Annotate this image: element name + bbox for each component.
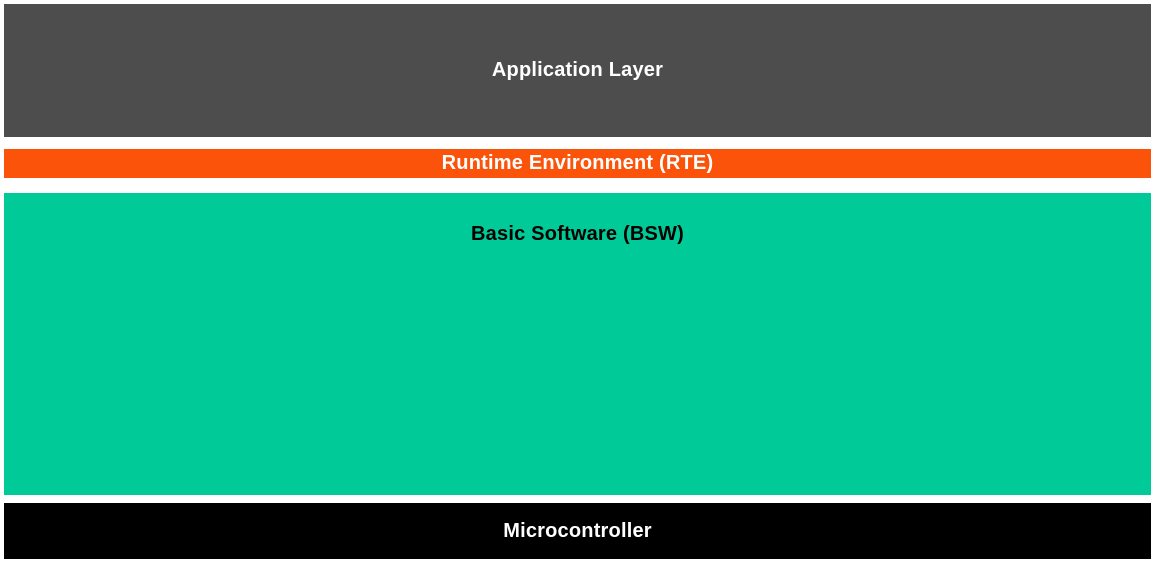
runtime-environment-label: Runtime Environment (RTE) [441, 152, 714, 174]
layer-microcontroller: Microcontroller [4, 503, 1151, 559]
layer-basic-software: Basic Software (BSW) [4, 193, 1151, 495]
layer-runtime-environment: Runtime Environment (RTE) [4, 149, 1151, 178]
application-layer-label: Application Layer [491, 59, 664, 81]
basic-software-label: Basic Software (BSW) [471, 223, 684, 245]
microcontroller-label: Microcontroller [503, 519, 652, 542]
layer-application-layer: Application Layer [4, 4, 1151, 137]
